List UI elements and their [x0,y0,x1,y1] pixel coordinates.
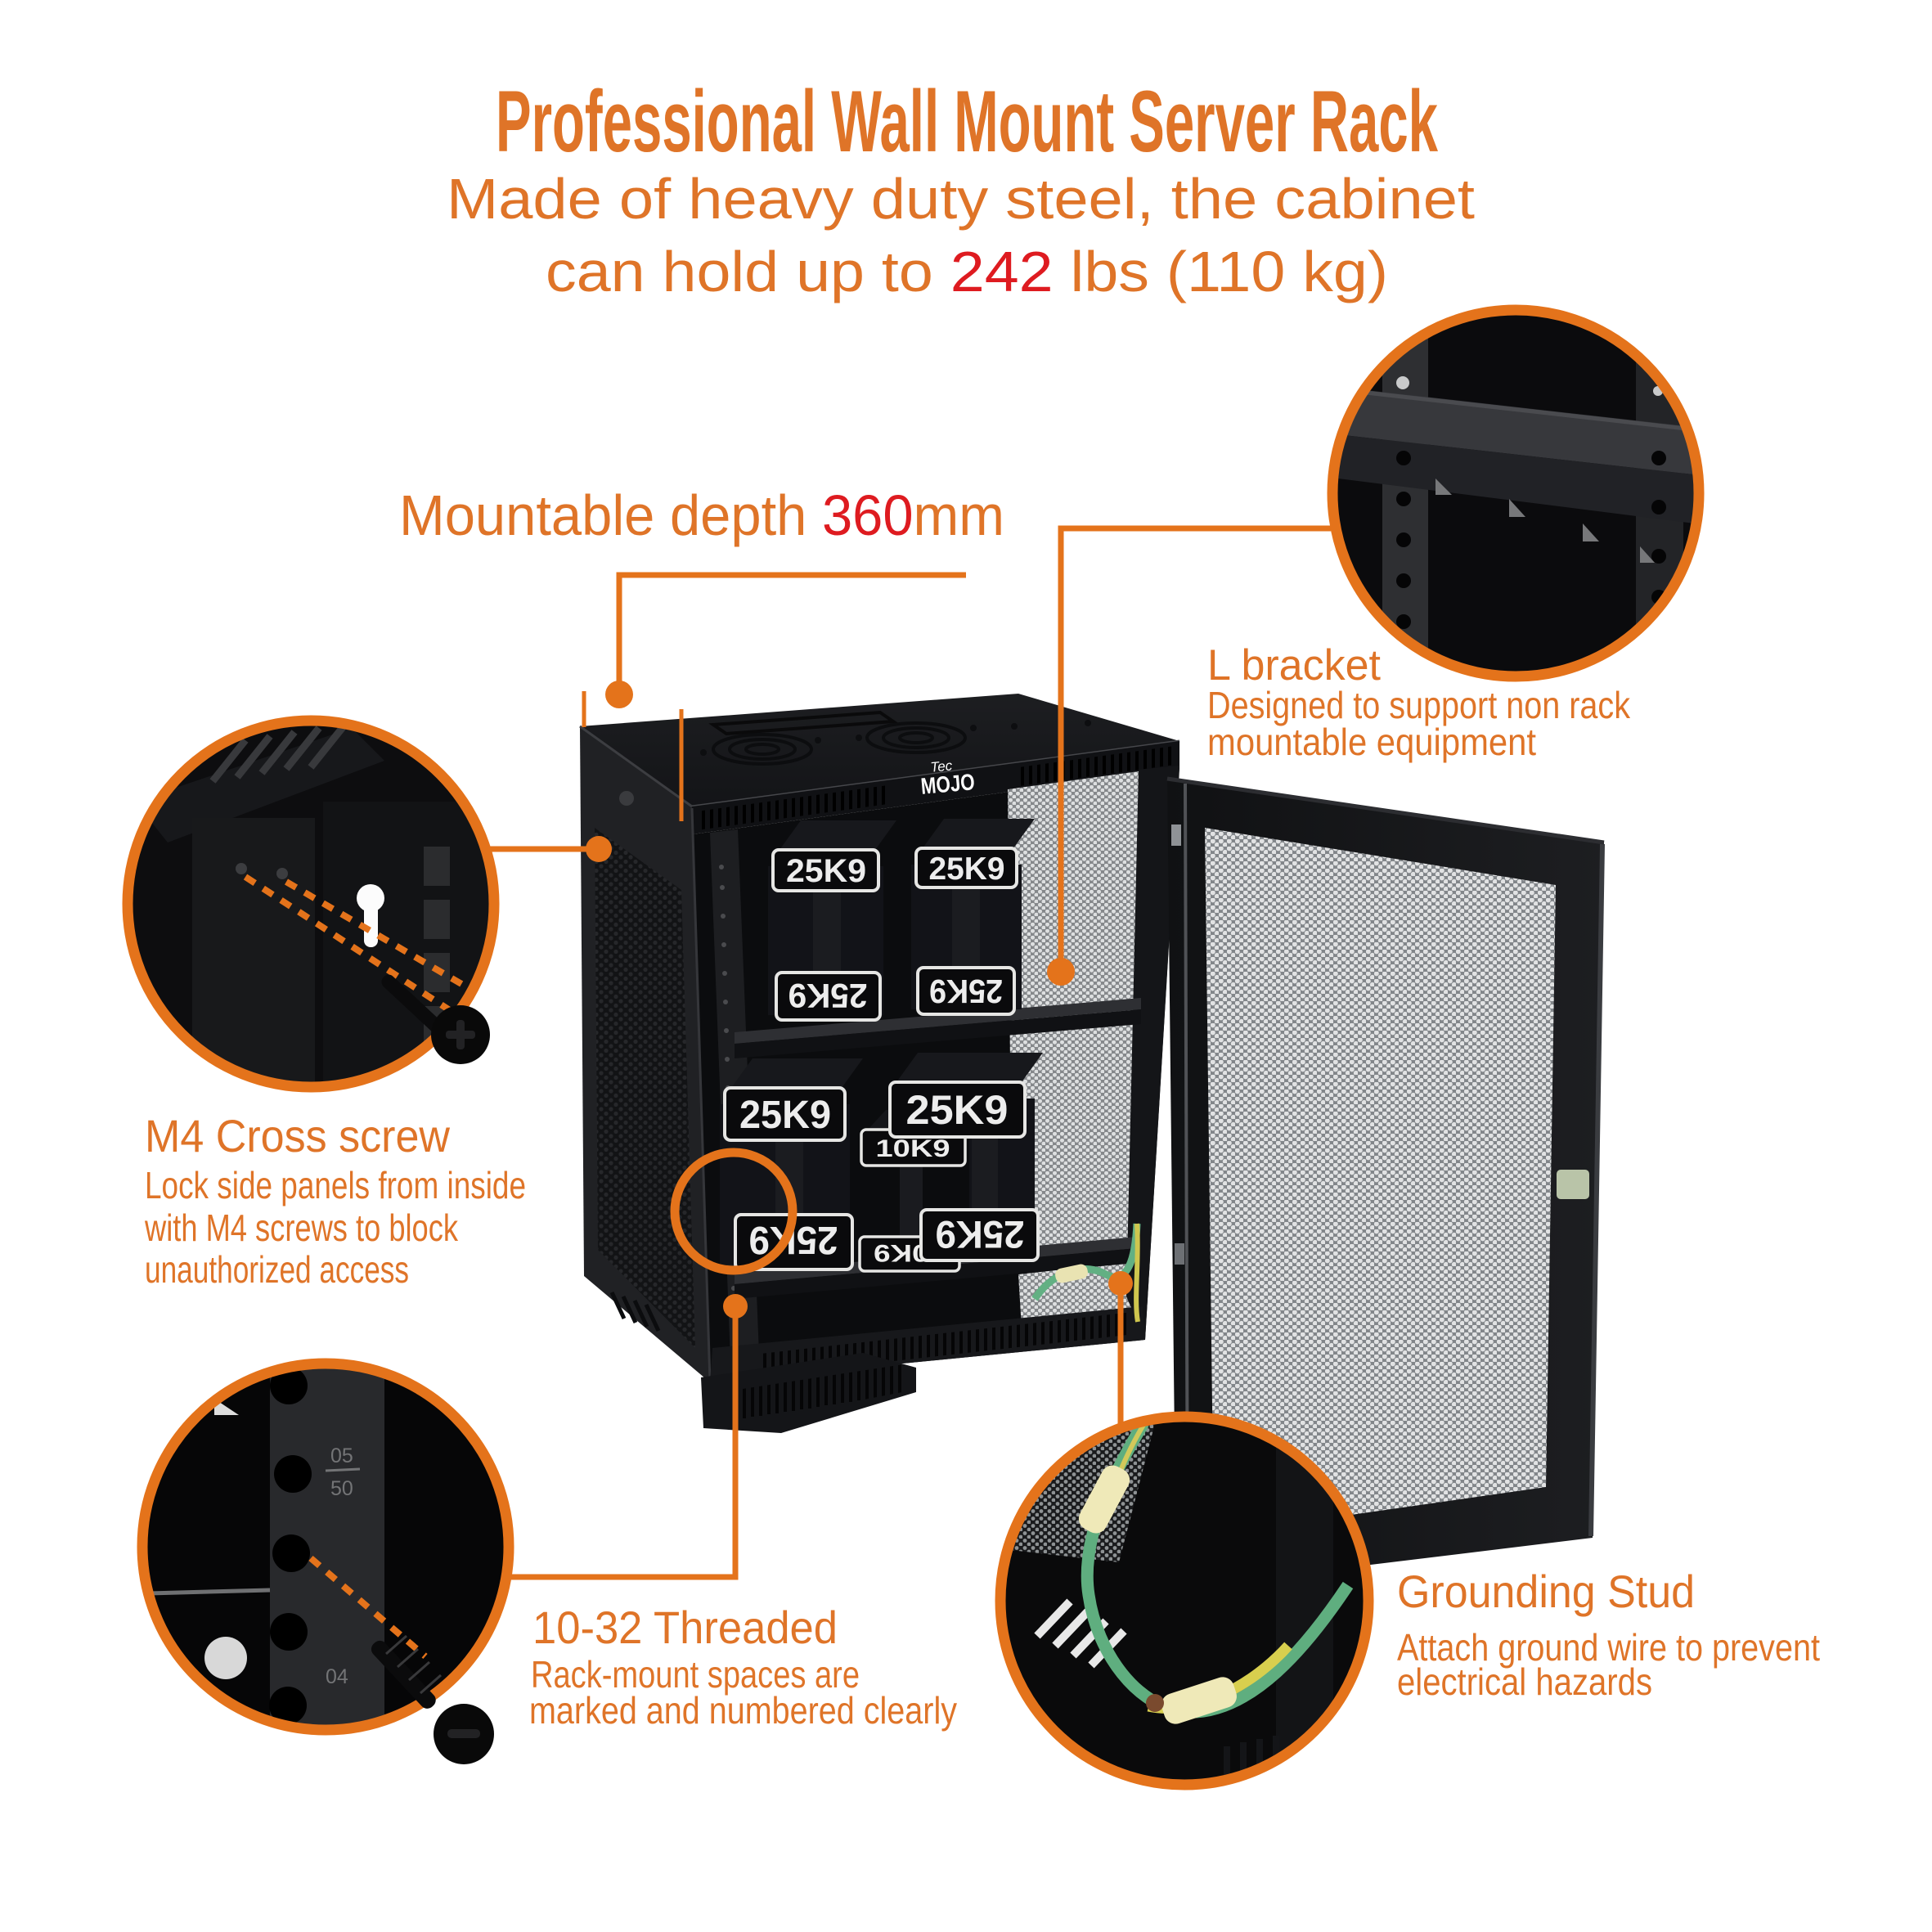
svg-text:Lock side panels from inside: Lock side panels from inside [145,1164,526,1206]
svg-text:25K9: 25K9 [906,1087,1009,1133]
svg-text:can hold up to 242 lbs (110 kg: can hold up to 242 lbs (110 kg) [546,240,1388,303]
svg-text:Made of heavy duty steel, the: Made of heavy duty steel, the cabinet [447,167,1475,231]
svg-text:04: 04 [326,1665,348,1688]
svg-text:10-32 Threaded: 10-32 Threaded [532,1602,838,1653]
svg-text:L bracket: L bracket [1207,641,1381,690]
svg-text:25K9: 25K9 [929,851,1005,887]
svg-text:Professional Wall Mount Server: Professional Wall Mount Server Rack [496,72,1438,170]
svg-text:25K9: 25K9 [786,853,866,889]
svg-text:Grounding Stud: Grounding Stud [1397,1566,1695,1617]
svg-text:25K9: 25K9 [929,973,1003,1010]
svg-text:Attach ground wire to prevent: Attach ground wire to prevent [1397,1626,1820,1669]
svg-text:marked and numbered clearly: marked and numbered clearly [529,1689,957,1732]
svg-text:25K9: 25K9 [789,977,868,1015]
svg-text:Designed to support non rack: Designed to support non rack [1207,684,1631,726]
svg-text:M4 Cross screw: M4 Cross screw [145,1110,451,1161]
svg-text:electrical hazards: electrical hazards [1397,1660,1652,1703]
svg-text:05: 05 [330,1445,353,1467]
svg-text:Mountable depth 360mm: Mountable depth 360mm [399,483,1004,547]
svg-text:mountable equipment: mountable equipment [1207,721,1536,763]
svg-text:50: 50 [330,1477,353,1500]
svg-text:10K9: 10K9 [876,1135,950,1162]
svg-text:unauthorized access: unauthorized access [145,1248,409,1291]
svg-text:Tec: Tec [930,757,954,775]
svg-text:Rack-mount spaces are: Rack-mount spaces are [531,1653,860,1696]
svg-text:MOJO: MOJO [919,769,975,799]
svg-text:with M4 screws to block: with M4 screws to block [144,1206,459,1249]
svg-text:25K9: 25K9 [936,1213,1025,1256]
svg-text:25K9: 25K9 [739,1094,831,1137]
